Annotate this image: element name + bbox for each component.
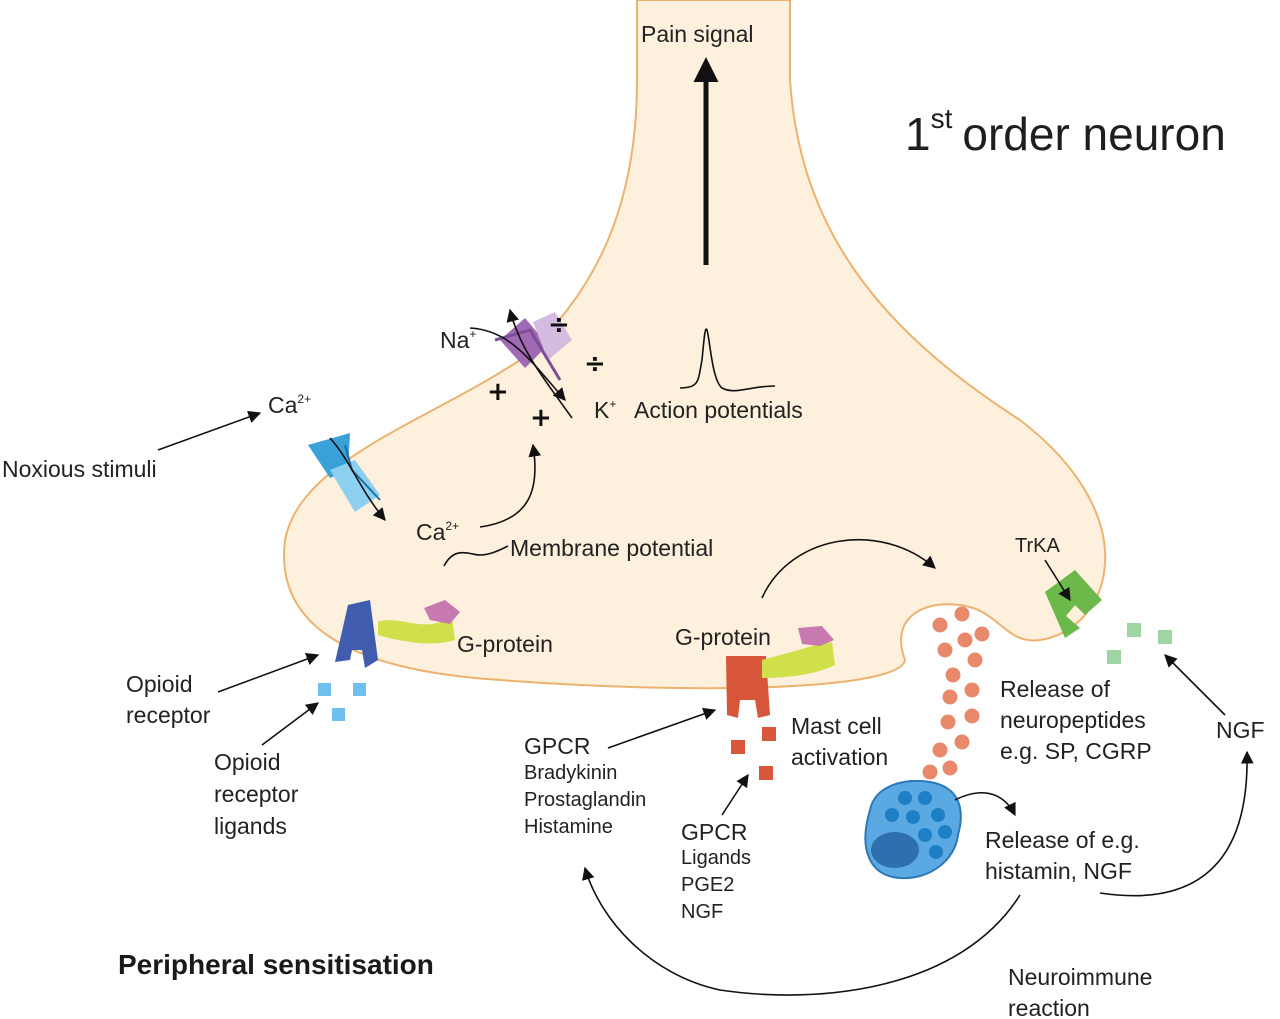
division-sign-2: ÷ bbox=[584, 349, 606, 379]
k-flow-arrow bbox=[506, 308, 573, 419]
plus-sign-1: + bbox=[487, 377, 509, 407]
release-histamin-label: Release of e.g. histamin, NGF bbox=[985, 827, 1146, 884]
ca-ion-label-inner: Ca2+ bbox=[416, 519, 459, 545]
g-protein-center-icon bbox=[762, 626, 835, 678]
gprotein-to-release-arrow bbox=[761, 538, 936, 599]
membrane-potential-label: Membrane potential bbox=[510, 535, 713, 561]
sodium-potassium-channel-icon bbox=[494, 312, 572, 381]
trka-arrow bbox=[1044, 559, 1071, 602]
g-protein-left-icon bbox=[378, 600, 460, 644]
mast-cell-icon bbox=[864, 779, 962, 880]
opioid-ligand-3 bbox=[332, 708, 345, 721]
plus-sign-2: + bbox=[530, 403, 552, 433]
ngf-particle-2 bbox=[1158, 630, 1172, 644]
na-flow-arrow bbox=[469, 327, 566, 401]
noxious-stimuli-arrow bbox=[157, 410, 262, 451]
opioid-receptor-label: Opioid receptor bbox=[126, 671, 211, 728]
gpcr-ligands-list: Ligands PGE2 NGF bbox=[681, 847, 757, 923]
title-ordinal: 1 bbox=[905, 108, 931, 160]
peripheral-sensitisation-label: Peripheral sensitisation bbox=[118, 949, 434, 980]
neuroimmune-label: Neuroimmune reaction bbox=[1008, 964, 1159, 1019]
neuron-body bbox=[283, 0, 1107, 690]
release-neuropeptides-label: Release of neuropeptides e.g. SP, CGRP bbox=[1000, 676, 1152, 764]
gpcr-receptor-icon bbox=[726, 656, 770, 718]
pain-signal-label: Pain signal bbox=[641, 21, 754, 47]
division-sign-1: ÷ bbox=[548, 310, 570, 340]
title-rest: order neuron bbox=[962, 108, 1225, 160]
trka-label: TrKA bbox=[1015, 535, 1060, 557]
gpcr-left-arrow bbox=[607, 707, 717, 749]
g-protein-left-label: G-protein bbox=[457, 631, 553, 657]
opioid-ligand-1 bbox=[318, 683, 331, 696]
opioid-ligands-label: Opioid receptor ligands bbox=[214, 749, 305, 839]
opioid-receptor-arrow bbox=[217, 652, 320, 693]
opioid-receptor-icon bbox=[335, 600, 378, 668]
opioid-ligand-2 bbox=[353, 683, 366, 696]
ngf-label: NGF bbox=[1216, 717, 1265, 743]
gpcr-ligand-2 bbox=[762, 727, 776, 741]
noxious-stimuli-label: Noxious stimuli bbox=[2, 456, 157, 482]
gpcr-ligand-3 bbox=[759, 766, 773, 780]
diagram-title: 1st order neuron bbox=[905, 103, 1226, 160]
gpcr-left-title: GPCR bbox=[524, 733, 590, 759]
k-ion-label: K+ bbox=[594, 397, 616, 423]
gpcr-left-list: Bradykinin Prostaglandin Histamine bbox=[524, 762, 652, 838]
title-superscript: st bbox=[931, 103, 953, 134]
mast-cell-release-arrow bbox=[954, 791, 1016, 817]
ca-to-channel-arrow bbox=[479, 443, 542, 528]
gpcr-ligands-arrow bbox=[721, 773, 749, 816]
na-ion-label: Na+ bbox=[440, 327, 476, 353]
action-potential-waveform-icon bbox=[679, 328, 776, 392]
mast-cell-activation-label: Mast cell activation bbox=[791, 713, 888, 770]
opioid-ligands-arrow bbox=[261, 702, 320, 746]
ca-influx-arrow bbox=[329, 437, 386, 521]
gpcr-ligand-1 bbox=[731, 740, 745, 754]
ngf-to-trka-arrow bbox=[1164, 654, 1226, 716]
g-protein-center-label: G-protein bbox=[675, 624, 771, 650]
calcium-channel-icon bbox=[308, 433, 381, 512]
ca-ion-label-top: Ca2+ bbox=[268, 392, 311, 418]
ngf-particle-3 bbox=[1107, 650, 1121, 664]
membrane-potential-waveform-icon bbox=[443, 545, 509, 567]
ngf-particle-1 bbox=[1127, 623, 1141, 637]
gpcr-ligands-title: GPCR bbox=[681, 819, 747, 845]
neuropeptide-particles bbox=[922, 606, 990, 780]
neuroimmune-loop-arrow bbox=[582, 866, 1021, 996]
ngf-return-arrow bbox=[1099, 750, 1254, 897]
action-potentials-label: Action potentials bbox=[634, 397, 803, 423]
